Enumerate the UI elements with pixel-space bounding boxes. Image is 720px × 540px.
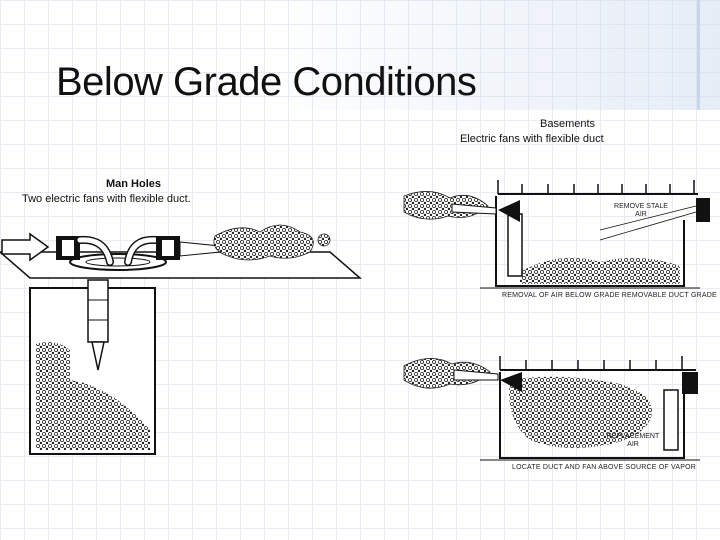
intake-arrow bbox=[1, 232, 50, 262]
basement-top-fan-right bbox=[696, 198, 710, 222]
basements-subheading: Electric fans with flexible duct bbox=[460, 133, 604, 145]
exhaust-plume bbox=[213, 224, 314, 261]
basement-bottom-fan-right bbox=[682, 372, 698, 394]
manholes-subheading: Two electric fans with flexible duct. bbox=[22, 193, 191, 205]
basement-top-caption: REMOVAL OF AIR BELOW GRADE REMOVABLE DUC… bbox=[502, 292, 717, 299]
basement-top-label-line2: AIR bbox=[635, 211, 647, 218]
basement-top-exhaust bbox=[403, 191, 489, 220]
basements-heading: Basements bbox=[540, 118, 596, 130]
basement-bottom-label-line1: REPLACEMENT bbox=[606, 433, 660, 440]
basement-top-diagram bbox=[403, 180, 710, 289]
slide-title: Below Grade Conditions bbox=[56, 60, 477, 104]
basement-bottom-label-line2: AIR bbox=[627, 441, 639, 448]
basement-top-label-line1: REMOVE STALE bbox=[614, 203, 668, 210]
basement-bottom-diagram bbox=[403, 356, 700, 461]
manholes-heading: Man Holes bbox=[106, 178, 162, 190]
basement-top-vapor bbox=[520, 257, 680, 284]
basement-bottom-caption: LOCATE DUCT AND FAN ABOVE SOURCE OF VAPO… bbox=[512, 464, 697, 471]
manhole-diagram bbox=[0, 224, 363, 455]
basement-bottom-label: REPLACEMENT AIR bbox=[602, 433, 664, 449]
basement-bottom-vapor bbox=[509, 376, 652, 448]
basement-top-label: REMOVE STALE AIR bbox=[606, 203, 676, 219]
basement-bottom-exhaust bbox=[403, 358, 491, 389]
manhole-vapor bbox=[36, 342, 150, 450]
header-decoration bbox=[260, 0, 720, 110]
